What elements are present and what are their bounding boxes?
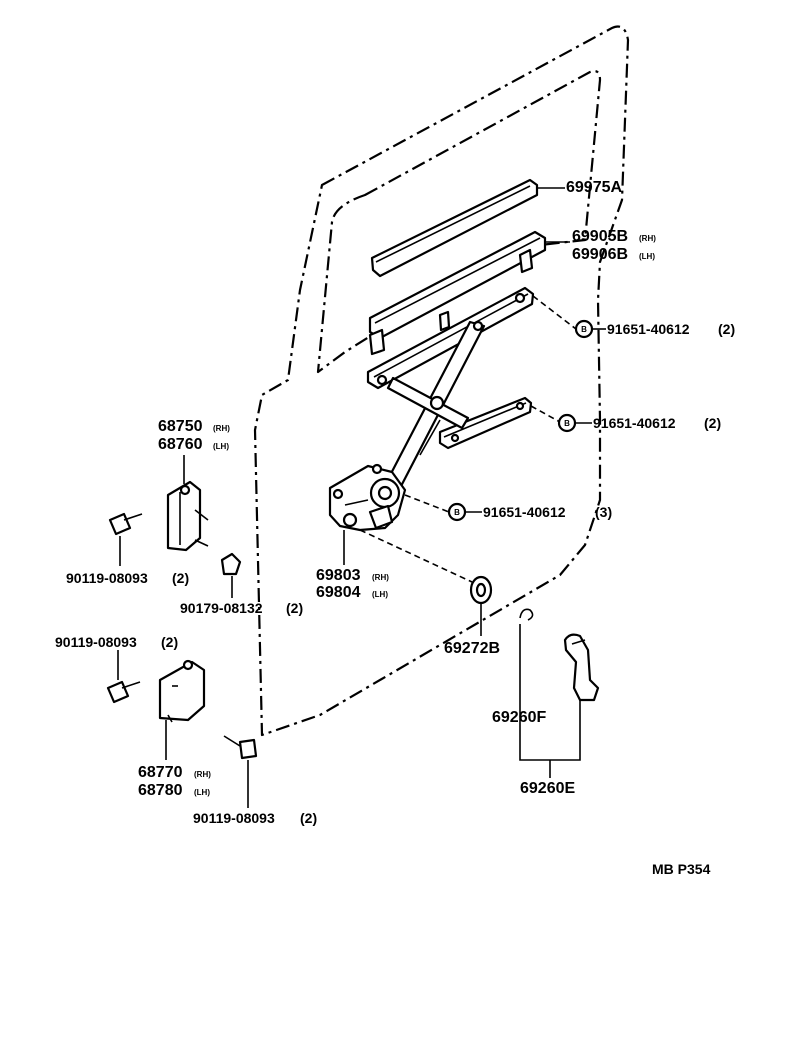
qty-bolt-b2: (2) <box>704 415 721 431</box>
tag-68780-lh: (LH) <box>194 788 210 797</box>
bolt-lower-hinge <box>106 680 141 704</box>
tag-68770-rh: (RH) <box>194 770 211 779</box>
label-bolt-b1: 91651-40612 <box>607 321 690 337</box>
label-bolt-b2: 91651-40612 <box>593 415 676 431</box>
svg-text:B: B <box>454 508 460 517</box>
label-bolt3: 90119-08093 <box>193 810 275 826</box>
qty-nut: (2) <box>286 600 303 616</box>
bolt-lower-hinge-body <box>223 735 258 760</box>
tag-68750-rh: (RH) <box>213 424 230 433</box>
upper-door-hinge <box>166 480 209 552</box>
tag-69906B-lh: (LH) <box>639 252 655 261</box>
diagram-reference-code: MB P354 <box>652 861 711 877</box>
label-69905B: 69905B <box>572 228 628 245</box>
bolt-upper-hinge <box>108 512 143 536</box>
label-69975A: 69975A <box>566 179 622 196</box>
label-bolt1: 90119-08093 <box>66 570 148 586</box>
lower-door-hinge <box>158 659 206 723</box>
leader-bolt-b3 <box>404 494 450 513</box>
qty-bolt-b3: (3) <box>595 504 612 520</box>
qty-bolt-b1: (2) <box>718 321 735 337</box>
window-channel <box>368 230 547 356</box>
label-bolt-b3: 91651-40612 <box>483 504 566 520</box>
leader-washer <box>359 529 473 583</box>
label-69272B: 69272B <box>444 640 500 657</box>
qty-bolt1: (2) <box>172 570 189 586</box>
svg-text:B: B <box>564 419 570 428</box>
regulator-gear-plate <box>328 463 407 532</box>
svg-text:B: B <box>581 325 587 334</box>
regulator-lower-rail <box>438 396 533 450</box>
label-nut: 90179-08132 <box>180 600 263 616</box>
label-68750: 68750 <box>158 418 203 435</box>
label-68780: 68780 <box>138 782 183 799</box>
label-69260F: 69260F <box>492 709 546 726</box>
window-crank-handle <box>563 633 600 702</box>
tag-69905B-rh: (RH) <box>639 234 656 243</box>
label-69906B: 69906B <box>572 246 628 263</box>
tag-69803-rh: (RH) <box>372 573 389 582</box>
label-69804: 69804 <box>316 584 361 601</box>
circle-b-marker-2: B <box>557 413 592 433</box>
glass-run-channel <box>370 178 539 278</box>
circle-b-marker-1: B <box>574 319 606 339</box>
tag-69804-lh: (LH) <box>372 590 388 599</box>
tag-68760-lh: (LH) <box>213 442 229 451</box>
hinge-nut <box>220 552 242 576</box>
label-68770: 68770 <box>138 764 183 781</box>
circle-b-marker-3: B <box>447 502 482 522</box>
leader-bolt-b2 <box>530 405 561 423</box>
door-outer-outline <box>253 25 630 737</box>
leader-bolt-b1 <box>532 295 577 330</box>
crank-washer <box>469 575 493 605</box>
qty-bolt3: (2) <box>300 810 317 826</box>
qty-bolt2: (2) <box>161 634 178 650</box>
label-bolt2: 90119-08093 <box>55 634 137 650</box>
regulator-arms <box>383 320 486 494</box>
regulator-upper-rail <box>366 286 535 390</box>
label-69803: 69803 <box>316 567 361 584</box>
label-68760: 68760 <box>158 436 203 453</box>
handle-snap-clip <box>519 608 534 621</box>
label-69260E: 69260E <box>520 780 575 797</box>
